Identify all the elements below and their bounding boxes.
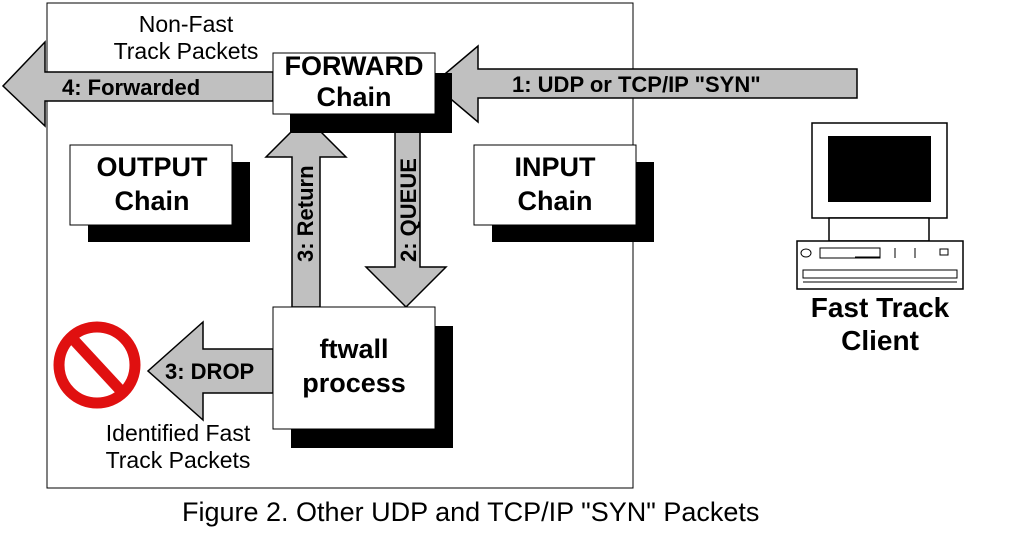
forwarded-arrow [1, 40, 274, 128]
no-entry-icon [53, 321, 141, 409]
computer-icon [796, 122, 964, 290]
input-chain-box: INPUT Chain [473, 144, 654, 242]
ftwall-process-title: ftwall [319, 334, 388, 364]
client-label-line2: Client [841, 325, 919, 356]
ftwall-process-subtitle: process [302, 368, 406, 398]
return-label: 3: Return [293, 165, 318, 262]
drop-label: 3: DROP [165, 359, 254, 384]
forward-chain-subtitle: Chain [316, 82, 391, 112]
forward-chain-box: FORWARD Chain [272, 51, 452, 133]
queue-arrow [364, 116, 448, 309]
udp-syn-arrow [431, 44, 858, 124]
input-chain-subtitle: Chain [517, 186, 592, 216]
system-frame [46, 2, 634, 489]
output-chain-title: OUTPUT [97, 152, 209, 182]
input-chain-title: INPUT [515, 152, 597, 182]
return-arrow [264, 115, 348, 308]
identified-note-line2: Track Packets [106, 447, 251, 473]
output-chain-box: OUTPUT Chain [69, 144, 250, 242]
queue-label: 2: QUEUE [396, 158, 421, 262]
udp-syn-label: 1: UDP or TCP/IP "SYN" [512, 72, 761, 97]
non-fast-note-line2: Track Packets [114, 38, 259, 64]
forwarded-label: 4: Forwarded [62, 75, 200, 100]
figure-caption: Figure 2. Other UDP and TCP/IP "SYN" Pac… [182, 497, 759, 527]
output-chain-subtitle: Chain [114, 186, 189, 216]
client-label-line1: Fast Track [811, 292, 950, 323]
forward-chain-title: FORWARD [285, 51, 424, 81]
non-fast-note-line1: Non-Fast [139, 11, 234, 37]
drop-arrow [146, 320, 274, 422]
ftwall-process-box: ftwall process [272, 306, 453, 448]
identified-note-line1: Identified Fast [106, 420, 251, 446]
